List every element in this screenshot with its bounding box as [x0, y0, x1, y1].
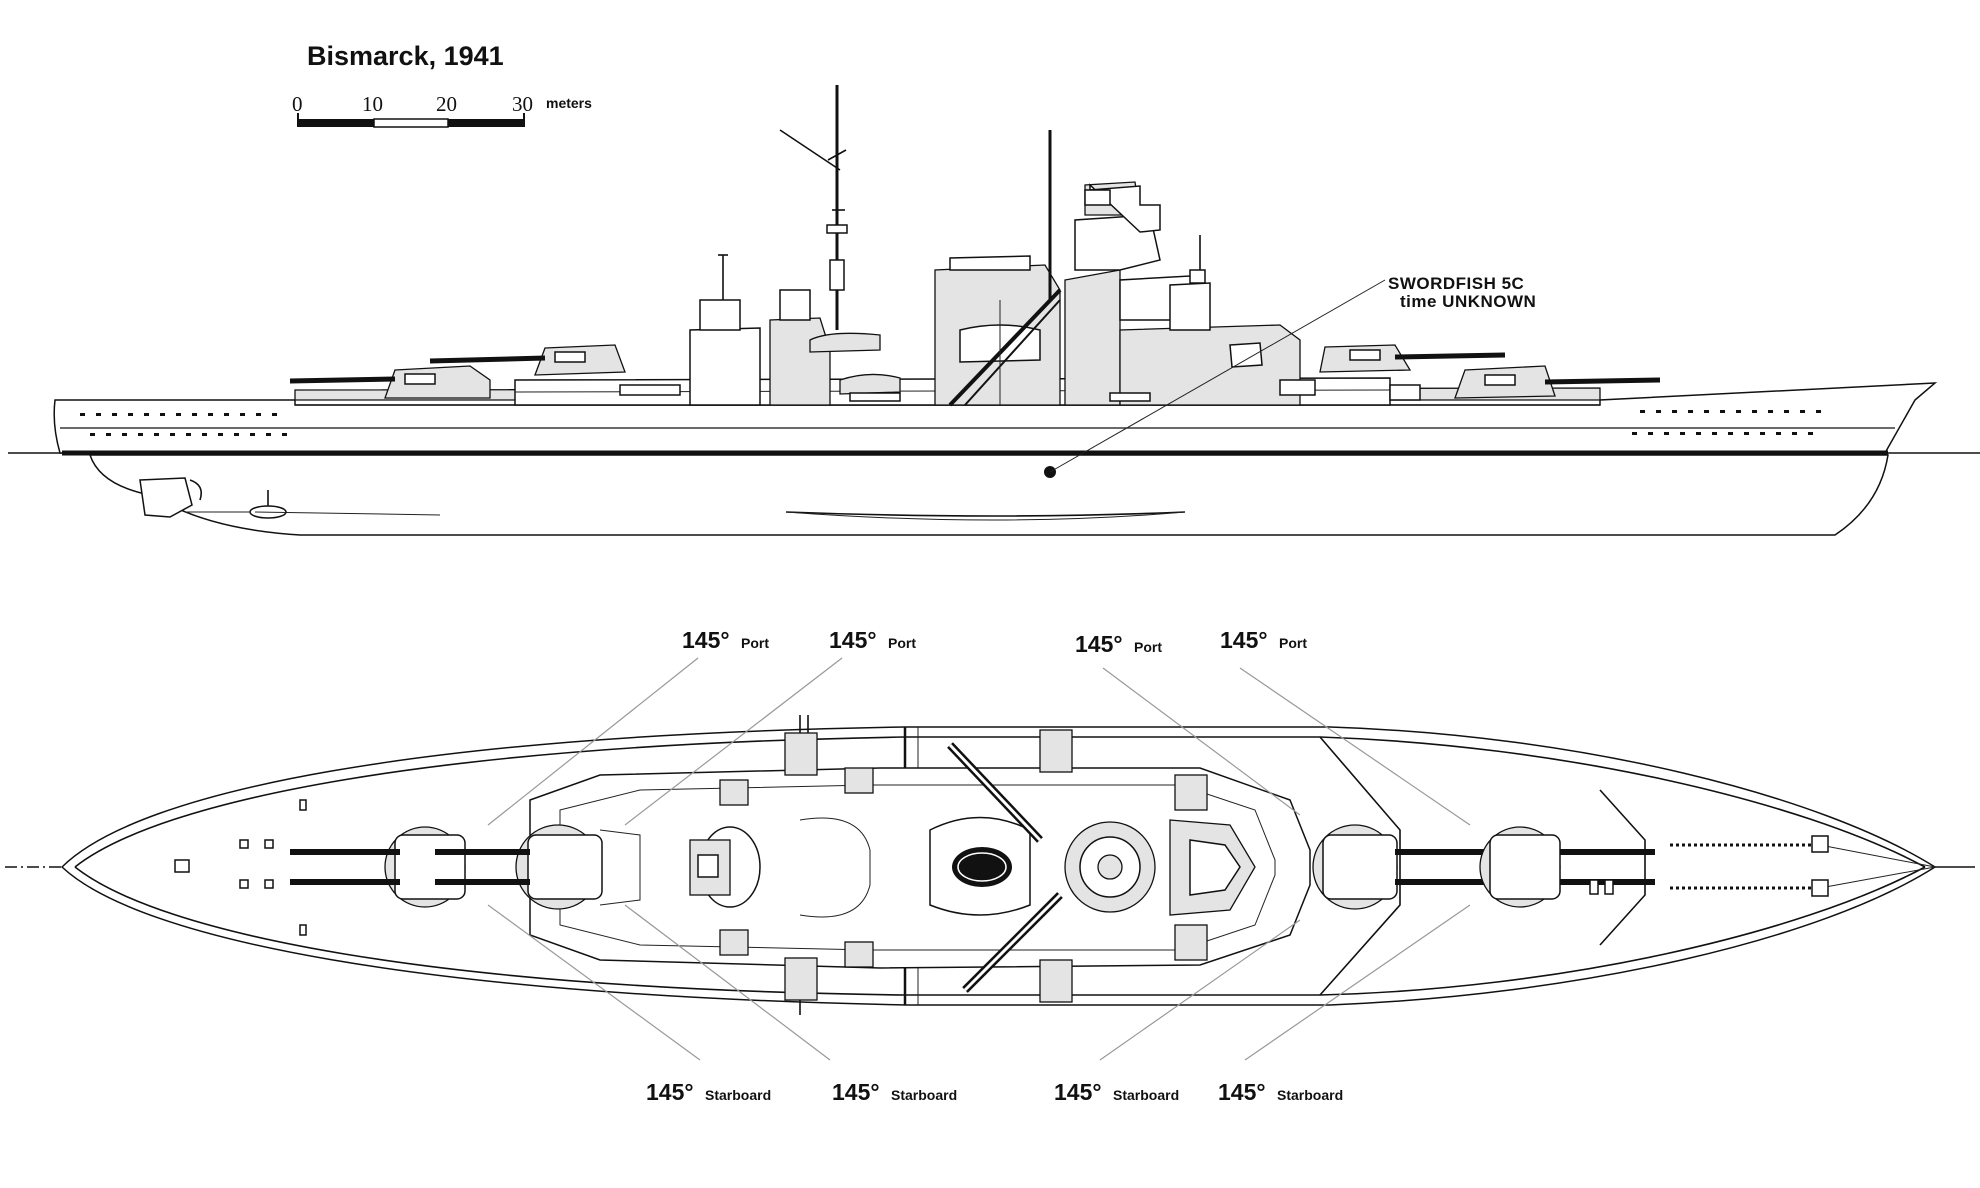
port-arc-label-3-side: Port	[1134, 639, 1162, 655]
foremast	[779, 85, 848, 330]
rudder	[139, 477, 193, 518]
starboard-arc-label-4-side: Starboard	[1277, 1087, 1343, 1103]
scale-tick-30: 30	[512, 92, 533, 116]
hit-leader-line	[1049, 279, 1386, 473]
turret-anton-side	[289, 365, 491, 399]
bridge-plan	[599, 817, 1256, 918]
funnel-block	[934, 255, 1062, 407]
port-arc-label-4-degrees: 145°	[1220, 627, 1268, 653]
diagram-title: Bismarck, 1941	[307, 41, 504, 71]
starboard-arc-label-3-side: Starboard	[1113, 1087, 1179, 1103]
plan-view	[5, 715, 1975, 1015]
starboard-arc-label-4-degrees: 145°	[1218, 1079, 1266, 1105]
port-arc-label-3-degrees: 145°	[1075, 631, 1123, 657]
scale-bar: 0 10 20 30 meters	[292, 92, 592, 128]
port-arc-label-2-degrees: 145°	[829, 627, 877, 653]
turret-bruno-plan	[435, 824, 603, 910]
turret-caesar-side	[1319, 344, 1506, 373]
port-arc-label-4-side: Port	[1279, 635, 1307, 651]
hit-annotation-line2: time UNKNOWN	[1400, 292, 1536, 311]
port-arc-label-2-side: Port	[888, 635, 916, 651]
starboard-arc-label-2-side: Starboard	[891, 1087, 957, 1103]
scale-tick-20: 20	[436, 92, 457, 116]
starboard-arc-label-2-degrees: 145°	[832, 1079, 880, 1105]
turret-dora-side	[1454, 365, 1661, 399]
port-arc-label-1-side: Port	[741, 635, 769, 651]
turret-caesar-plan	[1312, 824, 1500, 910]
aft-superstructure	[1119, 235, 1301, 406]
scale-tick-0: 0	[292, 92, 303, 116]
hit-annotation-line1: SWORDFISH 5C	[1388, 274, 1524, 293]
turret-bruno-side	[429, 344, 626, 376]
starboard-arc-label-1-degrees: 145°	[646, 1079, 694, 1105]
anchor-chains-plan	[1670, 835, 1936, 897]
hull-lower	[88, 454, 1889, 536]
plan-fittings	[174, 799, 1614, 936]
starboard-arc-label-3-degrees: 145°	[1054, 1079, 1102, 1105]
starboard-arc-label-1-side: Starboard	[705, 1087, 771, 1103]
scale-tick-10: 10	[362, 92, 383, 116]
deck-fittings	[619, 379, 1421, 402]
port-arc-label-1-degrees: 145°	[682, 627, 730, 653]
cranes-plan	[947, 742, 1063, 993]
firing-arc-lines	[487, 657, 1471, 1061]
port-arc-labels: 145° Port 145° Port 145° Port 145° Port	[682, 627, 1307, 657]
funnel-plan	[929, 816, 1031, 916]
superstructure-plan	[529, 767, 1311, 969]
secondary-turrets-plan	[719, 715, 1208, 1015]
forward-superstructure	[689, 254, 901, 406]
scale-unit: meters	[546, 95, 592, 111]
turret-dora-plan	[1479, 826, 1655, 908]
starboard-arc-labels: 145° Starboard 145° Starboard 145° Starb…	[646, 1079, 1343, 1105]
side-profile-view	[8, 85, 1980, 536]
hit-annotation: SWORDFISH 5C time UNKNOWN	[1388, 274, 1536, 311]
